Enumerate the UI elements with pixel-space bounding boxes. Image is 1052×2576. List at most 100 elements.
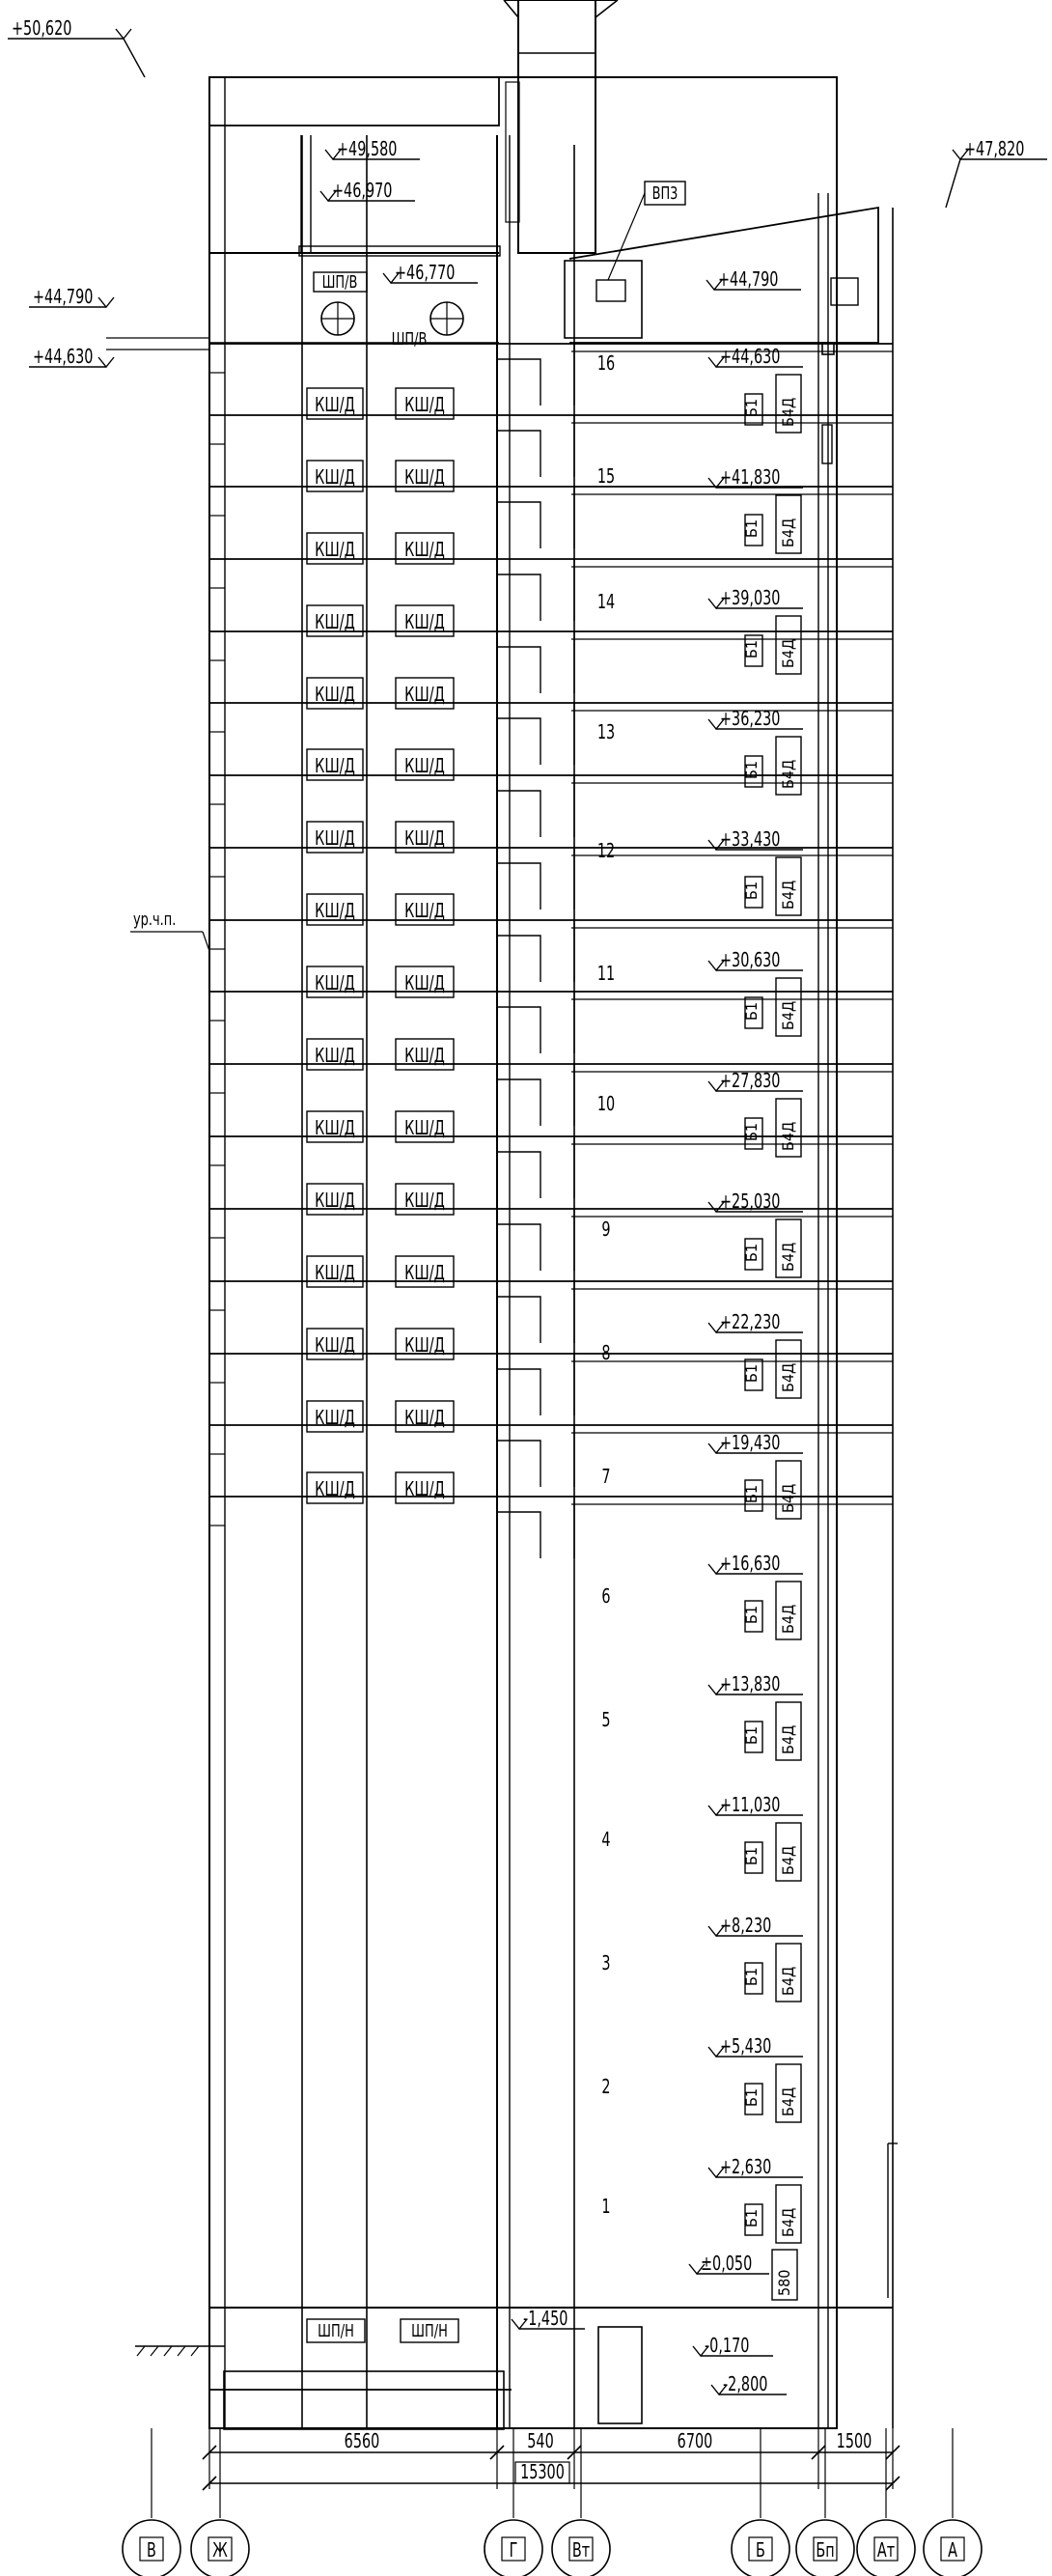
floor-tag-small-7: Б1 xyxy=(742,1244,761,1262)
dim-540: 540 xyxy=(527,2430,553,2452)
right-cell-5: КШ/Д xyxy=(404,755,445,777)
floor-tag-tall-box-9 xyxy=(775,1460,802,1520)
basement-cell-1: ШП/Н xyxy=(411,2320,448,2340)
door-frame-4 xyxy=(497,646,541,693)
ground-hatch-0 xyxy=(136,2345,146,2357)
floor-tag-small-15: Б1 xyxy=(742,2209,761,2227)
door-frame-6 xyxy=(497,790,541,837)
floor-tag-small-4: Б1 xyxy=(742,882,761,900)
door-frame-1 xyxy=(497,430,541,477)
roof-parapet xyxy=(208,76,500,126)
axis-bubble-7 xyxy=(923,2519,983,2576)
floor-tag-small-box-9 xyxy=(744,1479,763,1512)
left-cell-7: КШ/Д xyxy=(315,900,355,922)
left-cell-box-3 xyxy=(306,604,364,637)
roof-cell-shaft-top: ШП/В xyxy=(322,271,358,292)
floor-tag-small-box-11 xyxy=(744,1721,763,1753)
axis-box-2 xyxy=(501,2536,526,2562)
floor-level-13: +8,230 xyxy=(720,1915,771,1937)
level-m1450-tick xyxy=(511,2318,528,2331)
floor-level-2-tick xyxy=(707,598,725,610)
tag-580-box xyxy=(771,2249,798,2301)
floor-tag-small-box-2 xyxy=(744,634,763,667)
floor-number-11: 5 xyxy=(601,1709,610,1731)
right-cell-10: КШ/Д xyxy=(404,1117,445,1139)
floor-level-14: +5,430 xyxy=(720,2035,771,2058)
vent-cap-left xyxy=(503,0,519,18)
floor-tag-tall-3: Б4Д xyxy=(779,760,797,789)
floor-level-5: +30,630 xyxy=(720,949,780,971)
basement-box xyxy=(223,2370,505,2430)
right-cell-1: КШ/Д xyxy=(404,466,445,489)
dim-tick-1 xyxy=(489,2445,505,2460)
level-44790-left-tick xyxy=(97,296,115,309)
ground-hatch-2 xyxy=(163,2345,173,2357)
right-cell-7: КШ/Д xyxy=(404,900,445,922)
floor-tag-small-box-12 xyxy=(744,1841,763,1874)
axis-label-5: Бп xyxy=(816,2539,834,2562)
left-cell-box-10 xyxy=(306,1110,364,1143)
roof-beam xyxy=(298,245,501,257)
level-m1450: -1,450 xyxy=(523,2308,568,2330)
floor-tag-tall-10: Б4Д xyxy=(779,1605,797,1634)
right-cell-box-9 xyxy=(395,1038,455,1071)
floor-level-1-tick xyxy=(707,477,725,490)
floor-number-7: 9 xyxy=(601,1218,610,1241)
left-cell-6: КШ/Д xyxy=(315,827,355,850)
dim-tick-2 xyxy=(567,2445,582,2460)
vent-unit-box xyxy=(564,260,643,339)
left-cell-4: КШ/Д xyxy=(315,684,355,706)
right-cell-box-6 xyxy=(395,821,455,854)
floor-tag-tall-4: Б4Д xyxy=(779,881,797,910)
floor-tag-tall-5: Б4Д xyxy=(779,1001,797,1030)
right-cell-6: КШ/Д xyxy=(404,827,445,850)
axis-bubble-4 xyxy=(731,2519,790,2576)
right-cell-box-12 xyxy=(395,1255,455,1288)
floor-tag-small-2: Б1 xyxy=(742,640,761,658)
floor-tag-small-box-7 xyxy=(744,1238,763,1271)
right-cell-9: КШ/Д xyxy=(404,1045,445,1067)
level-44790-right: +44,790 xyxy=(718,268,778,291)
floor-level-1: +41,830 xyxy=(720,466,780,489)
floor-tag-tall-0: Б4Д xyxy=(779,398,797,427)
floor-level-13-tick xyxy=(707,1925,725,1938)
floor-level-11: +13,830 xyxy=(720,1673,780,1695)
right-cell-box-1 xyxy=(395,460,455,492)
axis-bubble-3 xyxy=(551,2519,611,2576)
right-cell-box-11 xyxy=(395,1183,455,1216)
door-frame-15 xyxy=(497,1440,541,1487)
level-49580: +49,580 xyxy=(337,138,397,160)
floor-tag-small-13: Б1 xyxy=(742,1968,761,1986)
level-47820-leader xyxy=(945,158,961,209)
left-cell-box-1 xyxy=(306,460,364,492)
axis-label-3: Вт xyxy=(572,2539,591,2562)
door-frame-5 xyxy=(497,717,541,765)
floor-tag-small-box-4 xyxy=(744,876,763,909)
floor-tag-tall-box-3 xyxy=(775,736,802,796)
level-50620-leader xyxy=(123,38,146,78)
floor-tag-small-box-1 xyxy=(744,514,763,546)
floor-tag-tall-box-6 xyxy=(775,1098,802,1158)
floor-tag-small-box-3 xyxy=(744,755,763,788)
floor-level-9: +19,430 xyxy=(720,1432,780,1454)
left-cell-8: КШ/Д xyxy=(315,972,355,994)
floor-level-2: +39,030 xyxy=(720,587,780,609)
floor-level-14-tick xyxy=(707,2046,725,2058)
axis-box-3 xyxy=(568,2536,594,2562)
vent-unit-inner xyxy=(595,279,626,302)
level-0170: -0,170 xyxy=(705,2335,749,2357)
floor-level-10: +16,630 xyxy=(720,1553,780,1575)
dim-tick-4 xyxy=(885,2445,900,2460)
floor-tag-tall-box-15 xyxy=(775,2184,802,2244)
left-cell-0: КШ/Д xyxy=(315,394,355,416)
floor-tag-tall-box-0 xyxy=(775,374,802,434)
door-frame-16 xyxy=(497,1511,541,1558)
floor-tag-small-11: Б1 xyxy=(742,1726,761,1745)
floor-tag-small-6: Б1 xyxy=(742,1123,761,1141)
floor-tag-tall-15: Б4Д xyxy=(779,2208,797,2237)
floor-number-0: 16 xyxy=(597,352,615,375)
right-roof-box xyxy=(830,277,859,306)
left-cell-box-12 xyxy=(306,1255,364,1288)
floor-level-3: +36,230 xyxy=(720,708,780,730)
floor-tag-tall-box-12 xyxy=(775,1822,802,1882)
